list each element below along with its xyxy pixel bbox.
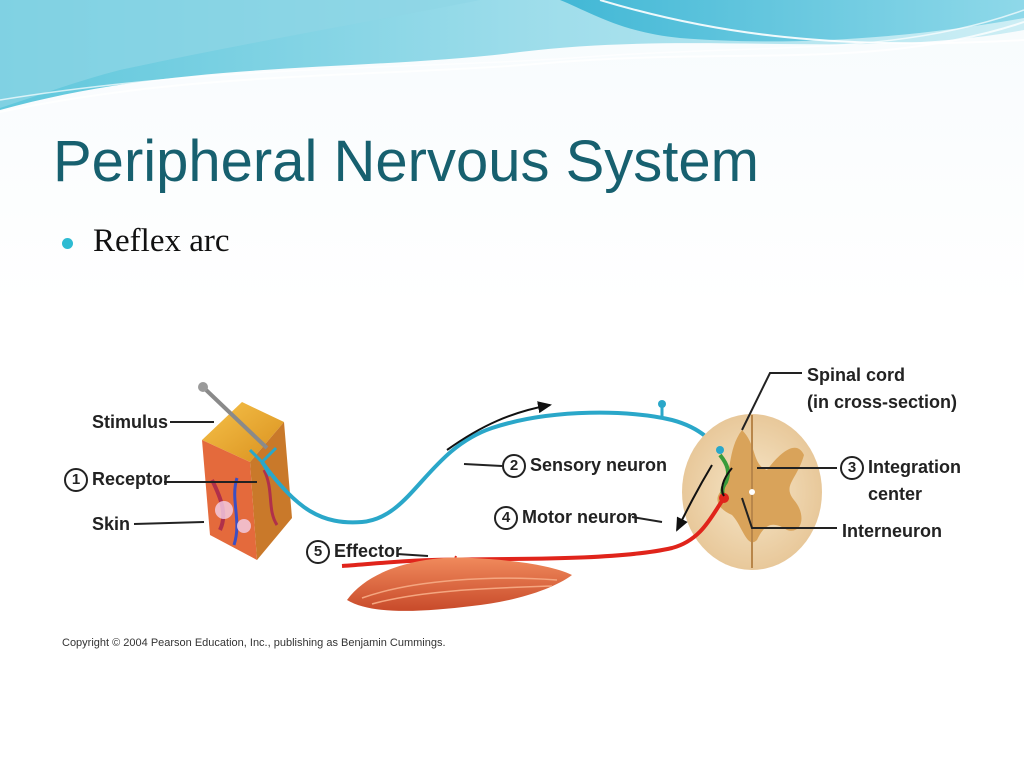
copyright-notice: Copyright © 2004 Pearson Education, Inc.… [62, 637, 446, 649]
bullet-dot-icon [62, 238, 73, 249]
integration-label-line2: center [868, 484, 923, 505]
effector-label-text: Effector [334, 541, 403, 561]
stimulus-label: Stimulus [92, 411, 168, 433]
sensory-neuron-number-badge: 2 [502, 454, 526, 479]
spinal-cord-label-line1: Spinal cord [807, 365, 906, 385]
integration-label-line1: Integration [868, 457, 961, 477]
bullet-text: Reflex arc [93, 223, 230, 259]
sensory-neuron-path [260, 410, 722, 525]
header-swoosh-decoration [0, 0, 1024, 113]
spinal-cord-label: Spinal cord (in cross-section) [807, 364, 957, 413]
motor-neuron-number-badge: 4 [494, 506, 518, 531]
receptor-number-badge: 1 [64, 468, 88, 493]
skin-block [202, 402, 292, 560]
skin-label-text: Skin [92, 514, 131, 534]
effector-muscle [347, 557, 572, 611]
receptor-label-text: Receptor [92, 469, 171, 489]
skin-label: Skin [92, 513, 130, 535]
integration-number-badge: 3 [840, 456, 864, 481]
motor-direction-arrow [676, 464, 713, 532]
stimulus-label-text: Stimulus [92, 412, 169, 432]
sensory-direction-arrow [446, 401, 552, 451]
motor-neuron-label-text: Motor neuron [522, 507, 638, 527]
reflex-arc-illustration [133, 372, 837, 611]
slide-title: Peripheral Nervous System [53, 129, 759, 194]
effector-number-badge: 5 [306, 540, 330, 565]
interneuron-label: Interneuron [842, 520, 942, 542]
pin-stimulus [198, 382, 269, 450]
leader-lines [133, 372, 837, 557]
spinal-cord-label-line2: (in cross-section) [807, 392, 958, 412]
sensory-neuron-label-text: Sensory neuron [530, 455, 668, 475]
motor-neuron-path [341, 496, 726, 568]
interneuron-label-text: Interneuron [842, 521, 943, 541]
spinal-cord-cross-section [682, 414, 822, 570]
